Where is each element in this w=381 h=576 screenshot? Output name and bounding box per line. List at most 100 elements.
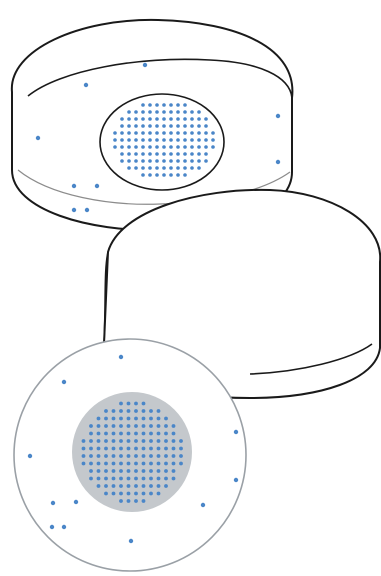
colony-dot [197,138,201,142]
colony-dot [127,131,131,135]
colony-dot [176,117,180,121]
colony-dot [157,432,161,436]
colony-dot [155,103,159,107]
colony-dot [162,173,166,177]
colony-dot [157,454,161,458]
colony-dot [112,424,116,428]
colony-dot [157,424,161,428]
colony-dot [134,166,138,170]
colony-dot [190,145,194,149]
colony-dot [157,477,161,481]
colony-dot [164,417,168,421]
colony-dot [169,152,173,156]
colony-dot [162,117,166,121]
colony-dot [169,110,173,114]
colony-dot [127,439,131,443]
colony-dot [119,447,123,451]
colony-dot [148,173,152,177]
colony-dot [89,454,93,458]
colony-dot [127,159,131,163]
colony-dot [134,477,138,481]
colony-dot [112,417,116,421]
scattered-colony-dot [28,454,32,458]
colony-dot [127,432,131,436]
colony-dot [149,409,153,413]
colony-dot [134,145,138,149]
colony-dot [148,131,152,135]
plate-top-view [14,339,246,571]
colony-dot [127,484,131,488]
colony-dot [142,447,146,451]
colony-dot [112,432,116,436]
colony-dot [134,492,138,496]
colony-dot [127,138,131,142]
colony-dot [169,131,173,135]
colony-dot [127,166,131,170]
colony-dot [155,110,159,114]
colony-dot [134,110,138,114]
colony-dot [157,409,161,413]
colony-dot [197,110,201,114]
colony-dot [176,159,180,163]
colony-dot [134,469,138,473]
colony-dot [134,462,138,466]
colony-dot [112,484,116,488]
colony-dot [183,103,187,107]
colony-dot [127,110,131,114]
colony-dot [197,124,201,128]
colony-dot [183,138,187,142]
colony-dot [134,138,138,142]
colony-dot [190,110,194,114]
colony-dot [97,469,101,473]
colony-dot [82,462,86,466]
colony-dot [134,417,138,421]
colony-dot [148,103,152,107]
colony-dot [141,145,145,149]
scattered-colony-dot [51,501,55,505]
colony-dot [183,117,187,121]
colony-dot [120,117,124,121]
colony-dot [148,124,152,128]
colony-dot [157,417,161,421]
colony-dot [97,432,101,436]
colony-dot [211,131,215,135]
colony-dot [183,145,187,149]
colony-dot [172,477,176,481]
colony-dot [127,492,131,496]
colony-dot [134,117,138,121]
colony-dot [142,499,146,503]
colony-dot [127,477,131,481]
colony-dot [112,477,116,481]
colony-dot [176,173,180,177]
colony-dot [164,462,168,466]
scattered-colony-dot [62,380,66,384]
colony-dot [149,462,153,466]
colony-dot [142,462,146,466]
colony-dot [155,173,159,177]
colony-dot [119,469,123,473]
colony-dot [104,462,108,466]
colony-dot [134,131,138,135]
colony-dot [142,424,146,428]
scattered-colony-dot [74,500,78,504]
colony-dot [164,484,168,488]
colony-dot [127,499,131,503]
colony-dot [155,166,159,170]
colony-dot [134,454,138,458]
colony-patch-top [72,392,192,512]
scattered-colony-dot [85,208,89,212]
colony-dot [148,117,152,121]
colony-dot [141,103,145,107]
colony-dot [142,409,146,413]
colony-dot [134,424,138,428]
colony-dot [97,484,101,488]
colony-dot [183,131,187,135]
colony-dot [176,166,180,170]
colony-dot [190,138,194,142]
colony-dot [104,439,108,443]
plate-base-inner-wall [28,59,292,98]
colony-dot [119,492,123,496]
scattered-colony-dot [62,525,66,529]
scattered-colony-dot [72,184,76,188]
colony-dot [176,145,180,149]
